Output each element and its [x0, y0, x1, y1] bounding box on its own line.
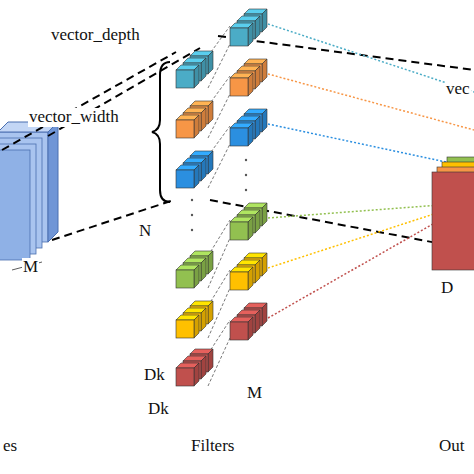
filter-stack — [176, 151, 213, 188]
label: Filters — [190, 437, 235, 456]
filter-stack — [230, 303, 267, 340]
filter-cube — [230, 23, 253, 46]
mapping-line — [268, 24, 474, 92]
mapping-line — [268, 124, 474, 168]
filter-cube — [230, 217, 253, 240]
label: vector_width — [28, 108, 120, 127]
mapping-line — [268, 212, 440, 268]
filter-cube — [230, 317, 253, 340]
filter-stack — [176, 51, 213, 88]
label: M — [22, 258, 39, 277]
label: M — [246, 384, 263, 403]
filter-stack — [176, 101, 213, 138]
output-features — [432, 157, 474, 270]
filter-cube — [176, 165, 199, 188]
filter-cube — [176, 115, 199, 138]
mapping-line — [268, 220, 440, 318]
input-features — [0, 122, 58, 270]
filter-stack — [230, 253, 267, 290]
filter-cube — [230, 73, 253, 96]
label: Out — [438, 437, 466, 456]
filter-stack — [230, 203, 267, 240]
filter-stack — [176, 251, 213, 288]
label: D — [440, 279, 454, 298]
mapping-line — [268, 74, 474, 130]
filter-stack — [230, 109, 267, 146]
label: Dk — [143, 366, 166, 385]
filter-stack — [230, 9, 267, 46]
filter-cube — [176, 363, 199, 386]
label: N — [138, 222, 152, 241]
filter-cube — [176, 315, 199, 338]
label: Dk — [147, 400, 170, 419]
filter-stack — [176, 301, 213, 338]
label: vec — [445, 80, 471, 99]
filter-cube — [230, 267, 253, 290]
filter-cube — [176, 265, 199, 288]
label: es — [2, 437, 18, 456]
label: vector_depth — [50, 26, 141, 45]
width-brace — [152, 62, 170, 202]
mapping-line — [268, 205, 440, 218]
filter-cube — [176, 65, 199, 88]
filter-cube — [230, 123, 253, 146]
projection-lines — [2, 36, 474, 250]
filter-stack — [230, 59, 267, 96]
filter-stack — [176, 349, 213, 386]
